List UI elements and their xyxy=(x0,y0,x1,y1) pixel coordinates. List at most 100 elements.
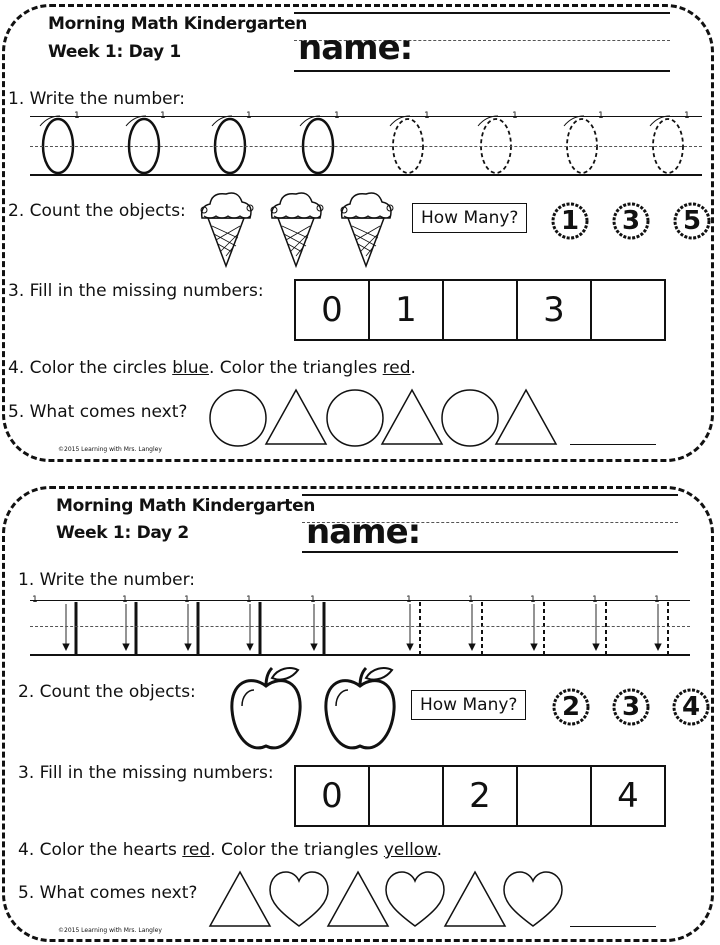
answer-line[interactable] xyxy=(570,444,656,445)
handwriting-top-line xyxy=(30,116,702,117)
circle-shape[interactable] xyxy=(326,389,384,447)
answer-line[interactable] xyxy=(570,926,656,927)
answer-choice-number: 1 xyxy=(560,206,580,236)
scalloped-badge-icon xyxy=(672,688,710,726)
answer-choice-3[interactable]: 5 xyxy=(673,202,711,240)
triangle-shape[interactable] xyxy=(443,870,507,927)
shape-pattern xyxy=(208,870,563,927)
apple-icon xyxy=(230,666,302,750)
triangle-shape[interactable] xyxy=(380,388,444,445)
number-sequence-boxes: 0 2 4 xyxy=(294,765,666,827)
worksheet-title: Morning Math Kindergarten xyxy=(56,496,316,516)
question-3-label: 3. Fill in the missing numbers: xyxy=(18,763,274,783)
how-many-box: How Many? xyxy=(412,203,528,233)
answer-choice-1[interactable]: 2 xyxy=(552,688,590,726)
handwriting-base-line xyxy=(30,654,690,656)
color-word-1: red xyxy=(182,840,211,860)
heart-shape[interactable] xyxy=(503,871,563,927)
number-box: 0 xyxy=(296,767,370,825)
heart-shape[interactable] xyxy=(269,871,329,927)
ice-cream-cone-icon xyxy=(270,192,324,267)
handwriting-base-line xyxy=(30,174,702,176)
number-box-blank[interactable] xyxy=(518,767,592,825)
question-1-label: 1. Write the number: xyxy=(8,89,185,109)
worksheet-day-1 xyxy=(2,4,714,462)
answer-choice-1[interactable]: 1 xyxy=(551,202,589,240)
circle-shape[interactable] xyxy=(441,389,499,447)
number-box: 0 xyxy=(296,281,370,339)
name-top-line xyxy=(302,494,678,496)
worksheet-day: Week 1: Day 2 xyxy=(56,523,189,543)
question-5-label: 5. What comes next? xyxy=(18,883,198,903)
number-box: 1 xyxy=(370,281,444,339)
scalloped-badge-icon xyxy=(673,202,711,240)
question-2-label: 2. Count the objects: xyxy=(18,682,196,702)
name-label: name: xyxy=(306,512,421,552)
question-4-text: 4. Color the circles xyxy=(8,358,173,378)
question-4-text: . Color the triangles xyxy=(210,840,384,860)
worksheet-day: Week 1: Day 1 xyxy=(48,42,181,62)
question-3-label: 3. Fill in the missing numbers: xyxy=(8,281,264,301)
question-4-label: 4. Color the hearts red. Color the trian… xyxy=(18,840,442,860)
copyright: ©2015 Learning with Mrs. Langley xyxy=(58,446,162,453)
ice-cream-cone-icon xyxy=(340,192,394,267)
name-mid-line xyxy=(302,522,678,523)
worksheet-day-2 xyxy=(2,486,714,942)
handwriting-mid-line xyxy=(30,146,702,147)
answer-choice-number: 3 xyxy=(621,206,641,236)
circle-shape[interactable] xyxy=(209,389,267,447)
ice-cream-cone-icon xyxy=(200,192,254,267)
color-word-2: red xyxy=(382,358,411,378)
copyright: ©2015 Learning with Mrs. Langley xyxy=(58,927,162,934)
number-box-blank[interactable] xyxy=(444,281,518,339)
ice-cream-cone-icons xyxy=(200,192,394,267)
number-box: 4 xyxy=(617,776,639,816)
name-write-line[interactable] xyxy=(294,70,670,72)
number-box: 2 xyxy=(444,767,518,825)
shape-pattern xyxy=(209,388,558,447)
question-4-text: . Color the triangles xyxy=(208,358,383,378)
question-4-text: . xyxy=(436,840,442,860)
number-box: 3 xyxy=(518,281,592,339)
name-mid-line xyxy=(294,40,670,41)
triangle-shape[interactable] xyxy=(264,388,328,445)
triangle-shape[interactable] xyxy=(208,870,272,927)
triangle-shape[interactable] xyxy=(326,870,390,927)
apple-icons xyxy=(230,666,396,750)
answer-choice-2[interactable]: 3 xyxy=(612,688,650,726)
name-write-line[interactable] xyxy=(302,551,678,553)
name-label: name: xyxy=(298,28,413,68)
color-word-2: yellow xyxy=(383,840,437,860)
color-word-1: blue xyxy=(172,358,209,378)
question-1-label: 1. Write the number: xyxy=(18,570,195,590)
number-sequence-boxes: 0 1 3 xyxy=(294,279,666,341)
handwriting-mid-line xyxy=(30,626,690,627)
question-2-label: 2. Count the objects: xyxy=(8,201,186,221)
triangle-shape[interactable] xyxy=(494,388,558,445)
number-box-blank[interactable] xyxy=(370,767,444,825)
answer-choice-3[interactable]: 4 xyxy=(672,688,710,726)
question-4-label: 4. Color the circles blue. Color the tri… xyxy=(8,358,416,378)
scalloped-badge-icon xyxy=(612,688,650,726)
question-4-text: . xyxy=(410,358,416,378)
answer-choice-number: 4 xyxy=(681,692,701,722)
answer-choice-number: 5 xyxy=(682,206,702,236)
how-many-box: How Many? xyxy=(411,690,527,720)
apple-icon xyxy=(324,666,396,750)
answer-choice-2[interactable]: 3 xyxy=(612,202,650,240)
handwriting-top-line xyxy=(30,600,690,601)
question-5-label: 5. What comes next? xyxy=(8,402,188,422)
answer-choice-number: 3 xyxy=(621,692,641,722)
scalloped-badge-icon xyxy=(552,688,590,726)
question-4-text: 4. Color the hearts xyxy=(18,840,183,860)
answer-choice-number: 2 xyxy=(561,692,581,722)
scalloped-badge-icon xyxy=(612,202,650,240)
name-top-line xyxy=(294,12,670,14)
heart-shape[interactable] xyxy=(385,871,445,927)
scalloped-badge-icon xyxy=(551,202,589,240)
number-box-blank[interactable] xyxy=(592,281,664,339)
